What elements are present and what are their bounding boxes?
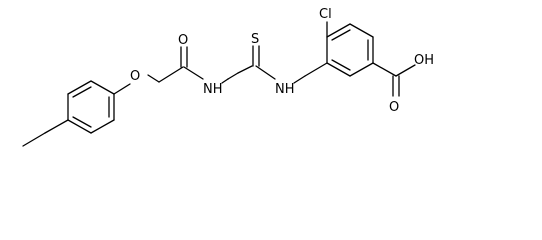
- amide-oxygen-label: O: [178, 33, 188, 48]
- sulfur-label: S: [251, 32, 259, 47]
- molecule-diagram: O O NH S NH Cl OH O: [22, 7, 434, 147]
- carboxylic-acid: [372, 62, 416, 97]
- thiourea-core: [227, 65, 253, 80]
- acid-carbonyl-oxygen-label: O: [389, 100, 399, 115]
- ether-linkage: [113, 66, 184, 95]
- amide-nh-label: NH: [203, 82, 223, 97]
- thiocarbonyl: [252, 45, 306, 84]
- phenoxy-ring: [67, 80, 115, 134]
- thioamide-nh-label: NH: [275, 82, 295, 97]
- benzoic-acid-ring: [304, 23, 374, 77]
- structure-drawing: O O NH S NH Cl OH O: [22, 7, 434, 147]
- ethyl-group: [22, 119, 69, 147]
- chlorine-label: Cl: [319, 7, 332, 22]
- acid-hydroxyl-label: OH: [414, 53, 434, 68]
- ether-oxygen-label: O: [130, 69, 140, 84]
- amide-carbonyl: [180, 46, 239, 84]
